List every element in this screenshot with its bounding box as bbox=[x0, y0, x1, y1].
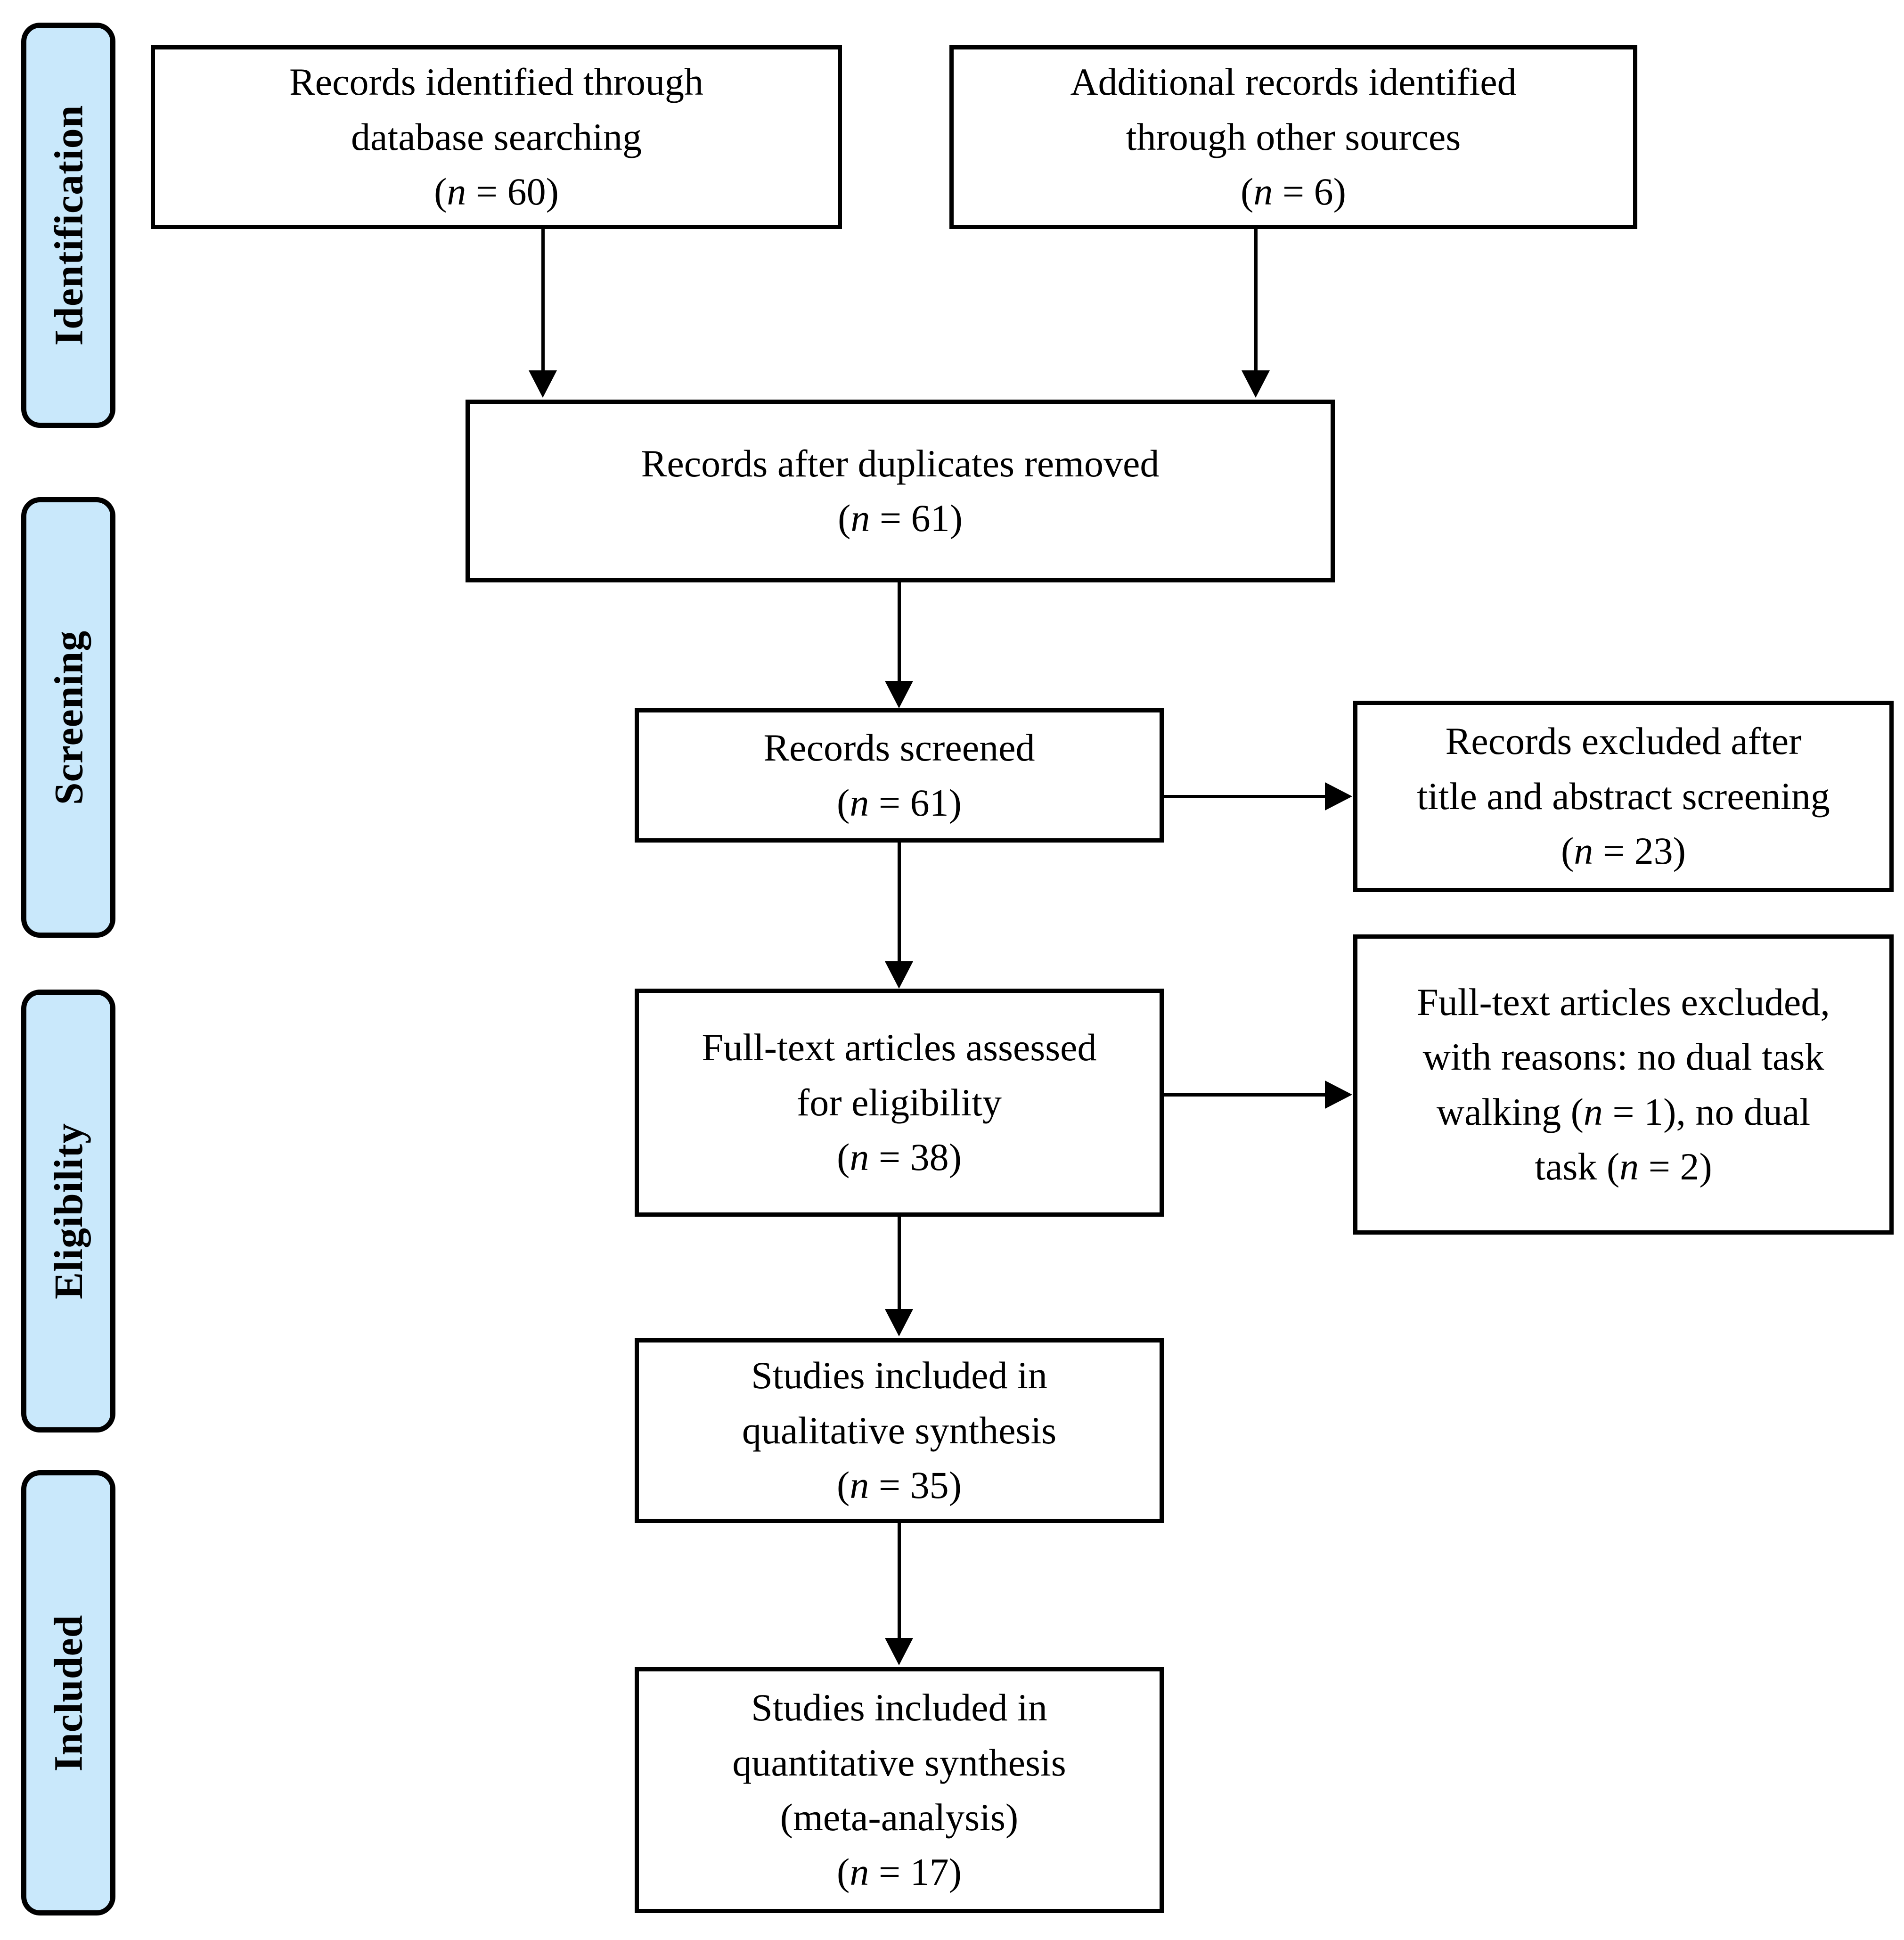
box-records-screened-text: Records screened (n = 61) bbox=[751, 720, 1047, 830]
phase-pill-identification: Identification bbox=[21, 23, 115, 428]
phase-label-eligibility: Eligibility bbox=[46, 1122, 91, 1300]
box-fulltext-articles-assessed: Full-text articles assessed for eligibil… bbox=[635, 989, 1164, 1217]
count-line: (n = 23) bbox=[1561, 829, 1686, 873]
text-line: with reasons: no dual task bbox=[1422, 1035, 1824, 1079]
text-line: Records excluded after bbox=[1445, 720, 1802, 763]
text-line: quantitative synthesis bbox=[732, 1741, 1066, 1784]
connector-screened-to-fulltext bbox=[898, 843, 901, 963]
connector-fulltext-to-qualitative bbox=[898, 1217, 901, 1311]
arrowhead-duplicates-to-screened bbox=[885, 681, 913, 708]
count-line: (n = 60) bbox=[434, 170, 559, 213]
arrowhead-qualitative-to-quantitative bbox=[885, 1638, 913, 1665]
arrowhead-other-sources-to-duplicates bbox=[1242, 370, 1270, 398]
phase-pill-eligibility: Eligibility bbox=[21, 990, 115, 1432]
box-records-excluded: Records excluded after title and abstrac… bbox=[1353, 701, 1894, 892]
count-line: (n = 6) bbox=[1241, 170, 1346, 213]
arrowhead-fulltext-to-qualitative bbox=[885, 1309, 913, 1336]
text-line: Records identified through bbox=[289, 60, 704, 104]
connector-fulltext-to-excluded bbox=[1164, 1093, 1326, 1097]
count-line: (n = 38) bbox=[837, 1136, 962, 1179]
box-additional-records-other-sources-text: Additional records identified through ot… bbox=[1058, 55, 1528, 219]
box-records-excluded-text: Records excluded after title and abstrac… bbox=[1405, 714, 1842, 878]
box-studies-qualitative-synthesis-text: Studies included in qualitative synthesi… bbox=[730, 1348, 1069, 1513]
connector-screened-to-excluded bbox=[1164, 795, 1326, 798]
box-additional-records-other-sources: Additional records identified through ot… bbox=[949, 45, 1637, 229]
text-line: for eligibility bbox=[797, 1081, 1002, 1124]
count-line: (n = 35) bbox=[837, 1464, 962, 1507]
box-studies-quantitative-synthesis: Studies included in quantitative synthes… bbox=[635, 1667, 1164, 1913]
phase-label-identification: Identification bbox=[46, 105, 91, 346]
count-line: (n = 61) bbox=[838, 497, 963, 540]
arrowhead-screened-to-fulltext bbox=[885, 961, 913, 989]
text-line: task (n = 2) bbox=[1535, 1145, 1712, 1188]
arrowhead-db-search-to-duplicates bbox=[529, 370, 557, 398]
box-records-identified-database: Records identified through database sear… bbox=[151, 45, 842, 229]
box-fulltext-articles-excluded: Full-text articles excluded, with reason… bbox=[1353, 934, 1894, 1235]
text-line: Records screened bbox=[763, 726, 1035, 769]
text-line: through other sources bbox=[1126, 115, 1461, 158]
text-line: Records after duplicates removed bbox=[641, 442, 1160, 485]
text-line: walking (n = 1), no dual bbox=[1436, 1090, 1811, 1133]
box-records-after-duplicates-removed-text: Records after duplicates removed (n = 61… bbox=[629, 436, 1172, 546]
phase-pill-included: Included bbox=[21, 1470, 115, 1915]
phase-pill-screening: Screening bbox=[21, 497, 115, 938]
connector-qualitative-to-quantitative bbox=[898, 1523, 901, 1640]
text-line: Studies included in bbox=[751, 1354, 1047, 1397]
box-records-identified-database-text: Records identified through database sear… bbox=[277, 55, 716, 219]
box-studies-qualitative-synthesis: Studies included in qualitative synthesi… bbox=[635, 1338, 1164, 1523]
box-records-screened: Records screened (n = 61) bbox=[635, 708, 1164, 843]
connector-duplicates-to-screened bbox=[898, 582, 901, 684]
text-line: qualitative synthesis bbox=[742, 1408, 1057, 1452]
text-line: title and abstract screening bbox=[1417, 774, 1830, 818]
count-line: (n = 61) bbox=[837, 781, 962, 824]
box-fulltext-articles-excluded-text: Full-text articles excluded, with reason… bbox=[1405, 975, 1842, 1195]
connector-other-sources-to-duplicates bbox=[1254, 229, 1258, 373]
arrowhead-screened-to-excluded bbox=[1325, 782, 1352, 810]
text-line: database searching bbox=[351, 115, 642, 158]
text-line: Studies included in bbox=[751, 1686, 1047, 1729]
arrowhead-fulltext-to-excluded bbox=[1325, 1081, 1352, 1109]
box-records-after-duplicates-removed: Records after duplicates removed (n = 61… bbox=[466, 400, 1335, 582]
count-line: (n = 17) bbox=[837, 1850, 962, 1894]
box-studies-quantitative-synthesis-text: Studies included in quantitative synthes… bbox=[720, 1680, 1078, 1900]
phase-label-included: Included bbox=[46, 1614, 91, 1772]
box-fulltext-articles-assessed-text: Full-text articles assessed for eligibil… bbox=[689, 1020, 1109, 1185]
phase-label-screening: Screening bbox=[46, 630, 91, 805]
connector-db-search-to-duplicates bbox=[541, 229, 545, 373]
text-line: Full-text articles assessed bbox=[702, 1026, 1097, 1069]
text-line: Full-text articles excluded, bbox=[1417, 980, 1830, 1023]
text-line: (meta-analysis) bbox=[780, 1796, 1019, 1839]
text-line: Additional records identified bbox=[1070, 60, 1517, 104]
